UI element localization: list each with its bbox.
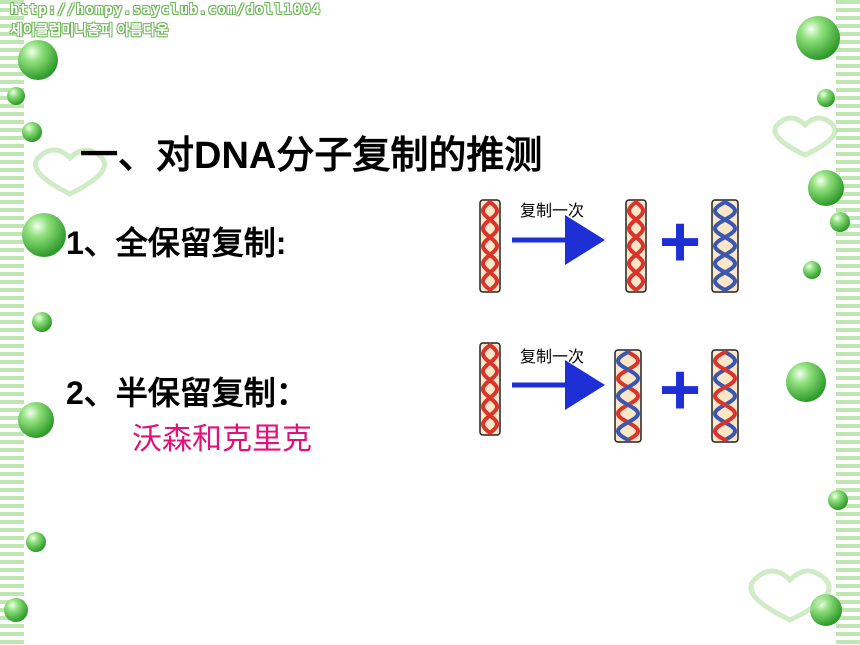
arrow-label-1: 复制一次 xyxy=(520,202,584,220)
bubble-icon xyxy=(32,312,52,332)
heart-icon xyxy=(33,147,107,197)
header-subtitle: 세이클럽미니홈피 아름다운 xyxy=(10,22,169,38)
bubble-icon xyxy=(796,16,840,60)
daughter-dna-parental-1 xyxy=(625,199,647,293)
heart-icon xyxy=(772,115,838,158)
bubble-icon xyxy=(4,598,28,622)
scientist-names: 沃森和克里克 xyxy=(132,423,312,456)
bubble-icon xyxy=(803,261,821,279)
daughter-dna-hybrid-2 xyxy=(711,349,739,443)
bubble-icon xyxy=(22,122,42,142)
bubble-icon xyxy=(830,212,850,232)
bubble-icon xyxy=(18,40,58,80)
bubble-icon xyxy=(22,213,66,257)
right-stripe-decoration xyxy=(836,0,860,645)
bubble-icon xyxy=(18,402,54,438)
header-url: http://hompy.sayclub.com/doll1004 xyxy=(10,2,322,18)
bubble-icon xyxy=(7,87,25,105)
semiconservative-replication-label: 2、半保留复制： xyxy=(66,375,308,411)
bubble-icon xyxy=(828,490,848,510)
bubble-icon xyxy=(817,89,835,107)
daughter-dna-hybrid-1 xyxy=(614,349,642,443)
conservative-replication-label: 1、全保留复制: xyxy=(66,225,287,261)
left-stripe-decoration xyxy=(0,0,24,645)
heart-icon xyxy=(748,568,832,623)
bubble-icon xyxy=(786,362,826,402)
parent-dna-molecule-2 xyxy=(479,342,501,436)
bubble-icon xyxy=(26,532,46,552)
daughter-dna-new-1 xyxy=(711,199,739,293)
slide-title: 一、对DNA分子复制的推测 xyxy=(80,135,543,177)
plus-sign-1: + xyxy=(659,202,701,282)
arrow-label-2: 复制一次 xyxy=(520,348,584,366)
parent-dna-molecule-1 xyxy=(479,199,501,293)
plus-sign-2: + xyxy=(659,350,701,430)
bubble-icon xyxy=(808,170,844,206)
